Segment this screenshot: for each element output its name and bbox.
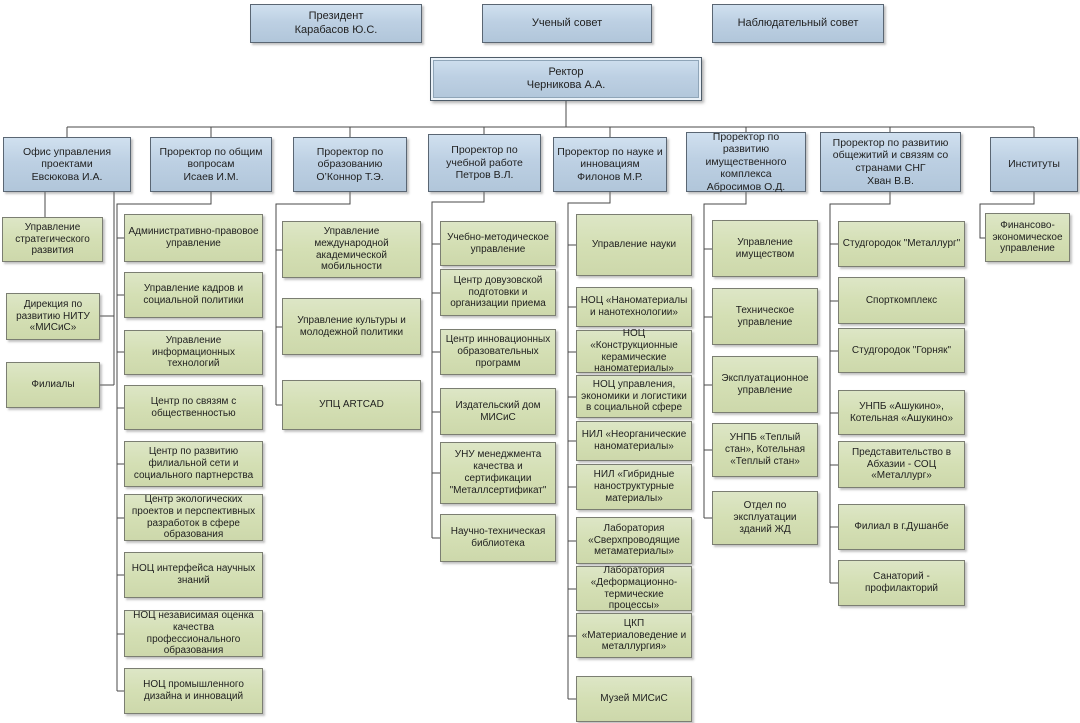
connector-institutes-branch (979, 192, 1035, 239)
node-sanatorium: Санаторий - профилакторий (838, 560, 965, 606)
node-noc-ceramic-nanomaterials: НОЦ «Конструкционные керамические нанома… (576, 328, 692, 374)
connector-dorms-branch (829, 192, 891, 584)
node-hr-social-policy-dept: Управление кадров и социальной политики (124, 272, 263, 318)
node-noc-industrial-design: НОЦ промышленного дизайна и инноваций (124, 668, 263, 714)
node-public-relations-center: Центр по связям с общественностью (124, 385, 263, 430)
node-noc-management-logistics: НОЦ управления, экономики и логистики в … (576, 375, 692, 418)
node-branches: Филиалы (6, 362, 100, 408)
node-abkhazia-office: Представительство в Абхазии - СОЦ «Метал… (838, 441, 965, 488)
connector-general-branch (116, 192, 212, 692)
node-noc-nanomaterials: НОЦ «Наноматериалы и нанотехнологии» (576, 287, 692, 327)
node-property-dept: Управление имуществом (712, 220, 818, 277)
node-artcad-center: УПЦ ARTCAD (282, 380, 421, 430)
node-pre-university-center: Центр довузовской подготовки и организац… (440, 269, 556, 316)
node-misis-museum: Музей МИСиС (576, 676, 692, 722)
node-technical-dept: Техническое управление (712, 288, 818, 345)
node-institutes: Институты (990, 137, 1078, 192)
node-vr-general-affairs: Проректор по общим вопросам Исаев И.М. (150, 137, 272, 192)
node-lab-thermomechanical-processes: Лаборатория «Деформационно-термические п… (576, 565, 692, 611)
node-vr-dormitories-cis: Проректор по развитию общежитий и связям… (820, 132, 961, 192)
node-innovative-edu-programs-center: Центр инновационных образовательных прог… (440, 329, 556, 375)
node-gornyak-campus: Студгородок "Горняк" (838, 328, 965, 373)
node-branch-network-center: Центр по развитию филиальной сети и соци… (124, 441, 263, 487)
node-misis-publishing-house: Издательский дом МИСиС (440, 388, 556, 435)
node-vr-academic-affairs: Проректор по учебной работе Петров В.Л. (428, 134, 541, 192)
node-metallurg-campus: Студгородок "Металлург" (838, 221, 965, 267)
node-ckp-materials-metallurgy: ЦКП «Материаловедение и металлургия» (576, 613, 692, 658)
node-rector: Ректор Черникова А.А. (430, 57, 702, 101)
node-teply-stan-facility: УНПБ «Теплый стан», Котельная «Теплый ст… (712, 423, 818, 477)
node-nil-hybrid-nanostructures: НИЛ «Гибридные наноструктурные материалы… (576, 464, 692, 510)
node-nil-inorganic-nanomaterials: НИЛ «Неорганические наноматериалы» (576, 421, 692, 461)
node-vr-education: Проректор по образованию О’Коннор Т.Э. (293, 137, 407, 192)
node-lab-superconducting-metamaterials: Лаборатория «Сверхпроводящие метаматериа… (576, 517, 692, 564)
node-vr-property-complex: Проректор по развитию имущественного ком… (686, 131, 806, 193)
node-misis-development-directorate: Дирекция по развитию НИТУ «МИСиС» (6, 293, 100, 340)
connector-property-branch (703, 192, 747, 519)
node-noc-quality-assessment: НОЦ независимая оценка качества професси… (124, 610, 263, 657)
node-vr-science-innovation: Проректор по науке и инновациям Филонов … (553, 137, 667, 192)
node-sci-tech-library: Научно-техническая библиотека (440, 514, 556, 562)
node-maintenance-dept: Эксплуатационное управление (712, 356, 818, 413)
connector-academic-branch (431, 192, 485, 539)
node-science-dept: Управление науки (576, 214, 692, 276)
node-finance-economic-dept: Финансово-экономическое управление (985, 213, 1070, 262)
node-academic-council: Ученый совет (482, 4, 652, 43)
node-strategic-development-dept: Управление стратегического развития (2, 217, 103, 262)
node-ashukino-facility: УНПБ «Ашукино», Котельная «Ашукино» (838, 390, 965, 435)
connector-office-branch (44, 192, 115, 386)
node-ecology-projects-center: Центр экологических проектов и перспекти… (124, 494, 263, 541)
node-metallsertifikat-quality-unit: УНУ менеджмента качества и сертификации … (440, 442, 556, 504)
node-edu-methodology-dept: Учебно-методическое управление (440, 221, 556, 266)
connector-science-branch (567, 192, 611, 700)
node-sports-complex: Спорткомплекс (838, 277, 965, 324)
connector-education-branch (275, 192, 351, 406)
node-dushanbe-branch: Филиал в г.Душанбе (838, 504, 965, 550)
node-it-dept: Управление информационных технологий (124, 330, 263, 375)
node-president: Президент Карабасов Ю.С. (250, 4, 422, 43)
node-zhd-buildings-dept: Отдел по эксплуатации зданий ЖД (712, 491, 818, 545)
node-admin-legal-dept: Административно-правовое управление (124, 214, 263, 262)
connector-rector-bus (66, 101, 1035, 137)
node-culture-youth-policy-dept: Управление культуры и молодежной политик… (282, 298, 421, 355)
node-supervisory-board: Наблюдательный совет (712, 4, 884, 43)
node-noc-science-interface: НОЦ интерфейса научных знаний (124, 552, 263, 598)
node-project-office: Офис управления проектами Евсюкова И.А. (3, 137, 131, 192)
node-intl-academic-mobility-dept: Управление международной академической м… (282, 221, 421, 278)
